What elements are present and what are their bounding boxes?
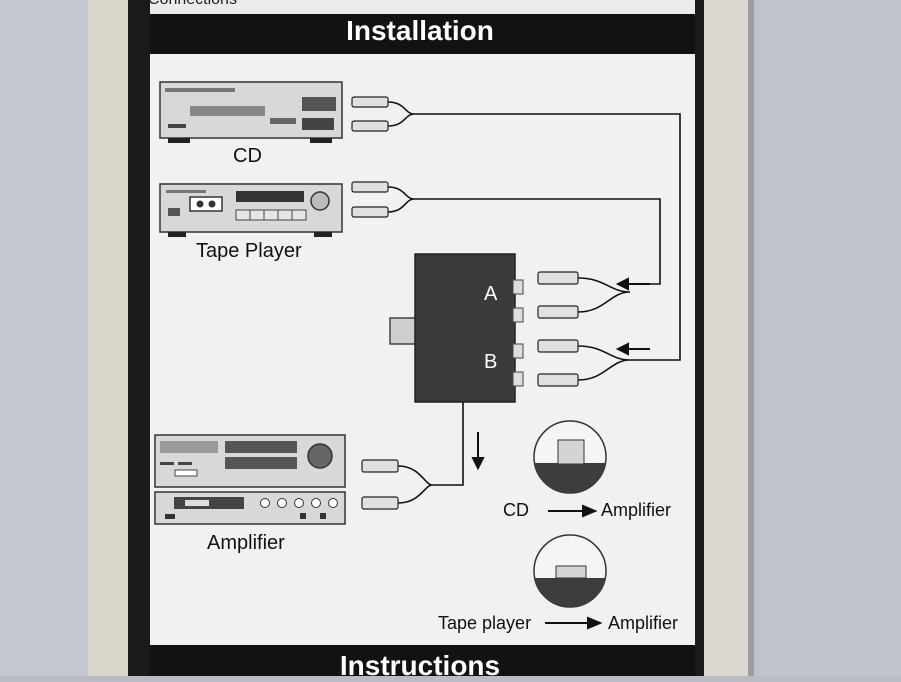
port-a-label: A [484, 283, 498, 305]
ab-switch-box [389, 253, 524, 403]
legend-cd-source: CD [503, 500, 529, 520]
legend-cd-target: Amplifier [601, 500, 672, 520]
packaging-right-edge [700, 0, 750, 676]
section-title-bottom: Instructions [339, 650, 501, 681]
port-b-label: B [484, 351, 498, 373]
amplifier-label: Amplifier [207, 532, 285, 554]
tape-player-icon [159, 183, 343, 237]
flow-arrows [471, 277, 650, 630]
top-cutoff-text: Connections [148, 0, 237, 9]
legend-tape-target: Amplifier [608, 613, 679, 633]
cd-player-icon [159, 81, 343, 143]
rca-plugs [351, 96, 579, 510]
header-band [150, 14, 695, 54]
page-title: Installation [346, 15, 494, 46]
packaging-left-edge [88, 0, 128, 676]
cd-label: CD [233, 145, 262, 167]
tape-player-label: Tape Player [196, 240, 302, 262]
switch-knob [389, 317, 417, 345]
footer-band [150, 645, 695, 676]
legend-tape-source: Tape player [438, 613, 532, 633]
amplifier-icon [154, 434, 346, 525]
